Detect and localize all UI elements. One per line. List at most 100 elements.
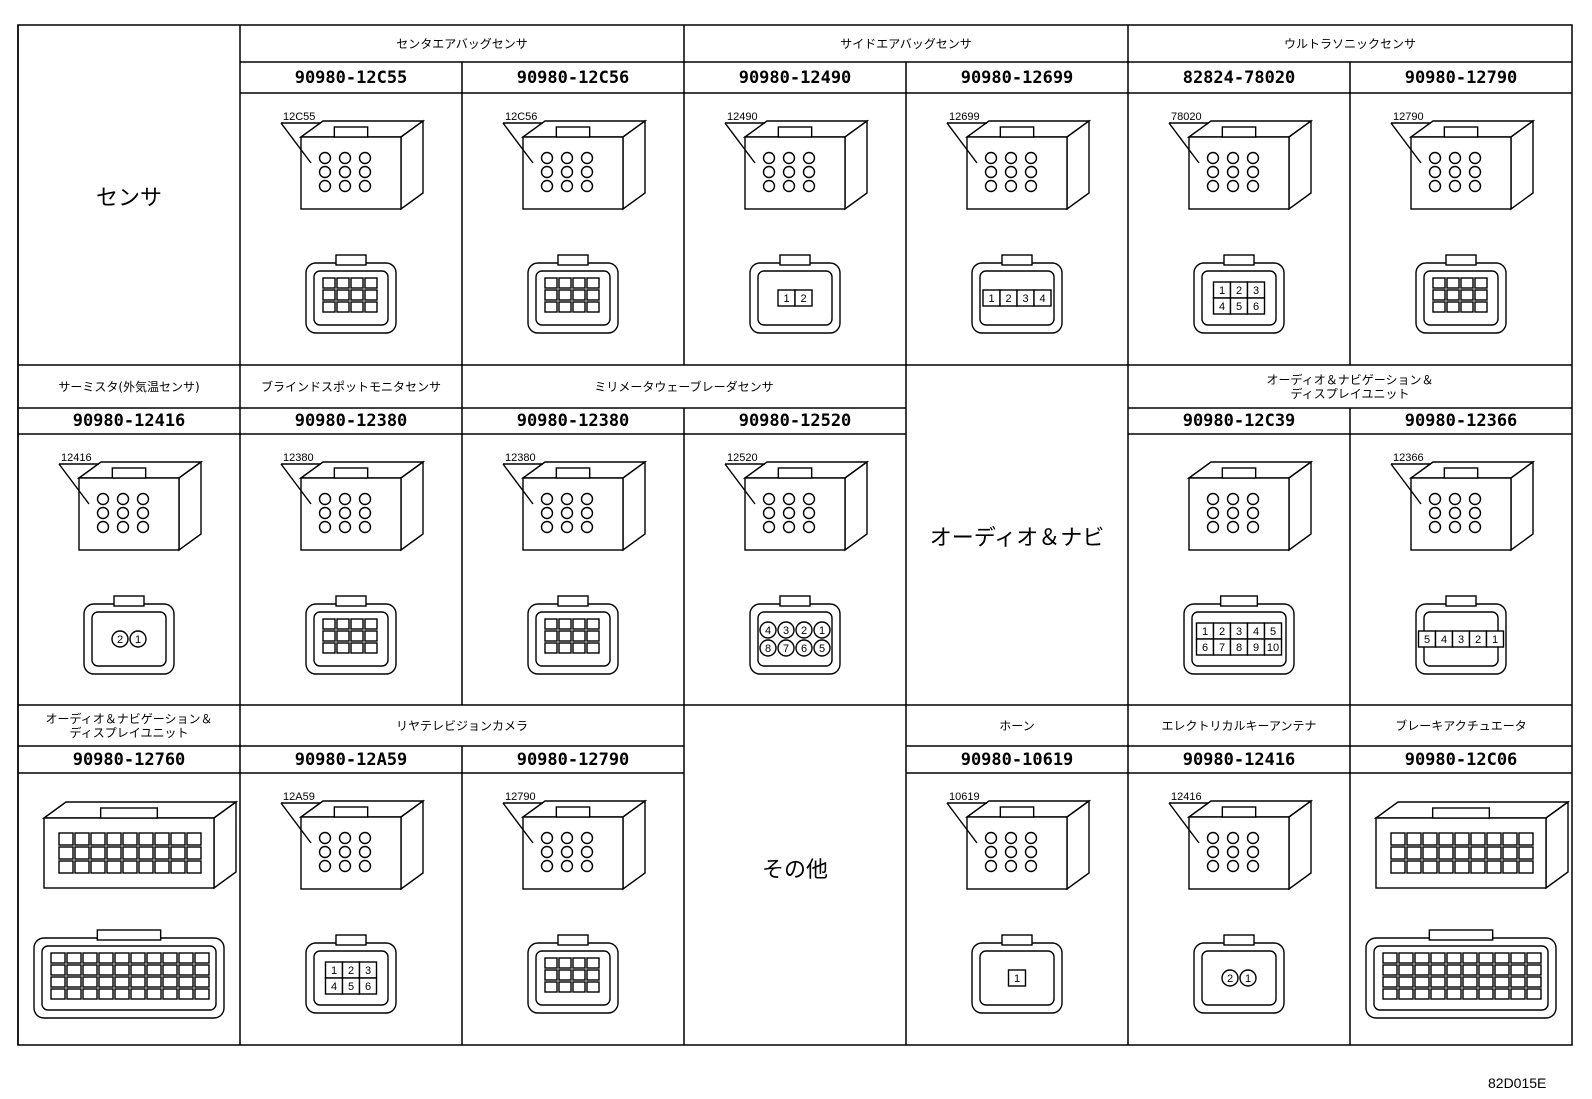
group-title: ウルトラソニックセンサ: [1283, 36, 1416, 51]
group-title: エレクトリカルキーアンテナ: [1161, 718, 1317, 733]
connector-iso-view: [520, 460, 648, 552]
connector-iso-view: [1186, 799, 1314, 891]
connector-face-view: [527, 934, 619, 1014]
pin-number: 3: [1458, 634, 1464, 646]
group-title: サーミスタ(外気温センサ): [58, 379, 200, 394]
pin-number: 3: [365, 965, 371, 977]
part-number: 90980-12A59: [294, 749, 408, 770]
callout-label: 12699: [949, 111, 980, 123]
part-callout: 12699: [946, 111, 987, 164]
pin-number: 4: [1441, 634, 1447, 646]
group-title: センタエアバッグセンサ: [396, 36, 528, 51]
pin-number: 6: [801, 643, 807, 655]
callout-label: 12790: [505, 791, 536, 803]
part-number: 90980-12520: [738, 411, 852, 431]
part-number: 90980-12C39: [1182, 411, 1296, 431]
part-number: 90980-12C55: [294, 67, 408, 88]
callout-label: 12520: [727, 452, 758, 464]
side-label: センサ: [95, 186, 162, 211]
part-callout: 78020: [1168, 111, 1209, 164]
pin-number: 1: [1245, 973, 1251, 985]
pin-number: 5: [1424, 634, 1430, 646]
center-label: その他: [761, 858, 828, 883]
connector-iso-view: [742, 460, 870, 552]
callout-label: 12366: [1393, 452, 1424, 464]
group-title: ブラインドスポットモニタセンサ: [260, 379, 441, 394]
callout-label: 12C56: [505, 111, 537, 123]
connector-iso-view: [1408, 460, 1536, 552]
part-callout: 12380: [280, 452, 321, 505]
connector-iso-view: [1186, 460, 1314, 552]
callout-label: 12A59: [283, 791, 315, 803]
pin-number: 5: [348, 981, 354, 993]
connector-iso-view: [41, 800, 239, 890]
part-number: 90980-12416: [72, 411, 186, 431]
pin-number: 2: [1227, 973, 1233, 985]
pin-number: 1: [135, 634, 141, 646]
pin-number: 10: [1267, 642, 1279, 654]
pin-number: 2: [1005, 293, 1011, 305]
pin-number: 2: [117, 634, 123, 646]
connector-iso-view: [520, 119, 648, 211]
callout-label: 12416: [61, 452, 92, 464]
pin-number: 4: [765, 625, 771, 637]
part-number: 90980-12366: [1404, 411, 1518, 431]
connector-iso-view: [1186, 119, 1314, 211]
pin-number: 1: [1014, 973, 1020, 985]
pin-number: 6: [1253, 301, 1259, 313]
pin-number: 8: [765, 643, 771, 655]
part-number: 90980-12760: [72, 749, 186, 770]
connector-face-view: [527, 254, 619, 334]
part-callout: 12A59: [280, 791, 321, 844]
part-number: 90980-12C56: [516, 67, 630, 88]
connector-iso-view: [964, 119, 1092, 211]
pin-number: 2: [801, 625, 807, 637]
part-number: 90980-12380: [516, 411, 630, 431]
pin-number: 3: [1236, 626, 1242, 638]
connector-face-view: [1415, 254, 1507, 334]
part-callout: 12416: [58, 452, 99, 505]
callout-label: 12490: [727, 111, 758, 123]
pin-number: 1: [1219, 285, 1225, 297]
pin-number: 2: [800, 293, 806, 305]
part-number: 90980-10619: [960, 749, 1074, 770]
part-callout: 12C56: [502, 111, 543, 164]
pin-number: 4: [1039, 293, 1045, 305]
connector-face-view: 1: [971, 934, 1063, 1014]
center-label: オーディオ＆ナビ: [929, 526, 1105, 551]
part-number: 90980-12790: [1404, 67, 1518, 88]
pin-number: 3: [1022, 293, 1028, 305]
pin-number: 5: [819, 643, 825, 655]
group-title: リヤテレビジョンカメラ: [395, 718, 528, 733]
part-callout: 12790: [1390, 111, 1431, 164]
pin-number: 5: [1236, 301, 1242, 313]
part-number: 90980-12380: [294, 411, 408, 431]
pin-number: 7: [1219, 642, 1225, 654]
connector-face-view: [527, 595, 619, 675]
part-number: 90980-12416: [1182, 749, 1296, 770]
callout-label: 12380: [283, 452, 314, 464]
pin-number: 2: [1236, 285, 1242, 297]
group-title: サイドエアバッグセンサ: [840, 36, 972, 51]
callout-label: 12380: [505, 452, 536, 464]
callout-label: 12C55: [283, 111, 315, 123]
callout-label: 12790: [1393, 111, 1424, 123]
part-callout: 12490: [724, 111, 765, 164]
part-number: 90980-12790: [516, 749, 630, 770]
group-title: ブレーキアクチュエータ: [1395, 718, 1527, 733]
pin-number: 3: [1253, 285, 1259, 297]
group-title: オーディオ＆ナビゲーション＆ ディスプレイユニット: [1266, 372, 1434, 401]
callout-label: 12416: [1171, 791, 1202, 803]
connector-iso-view: [964, 799, 1092, 891]
connector-iso-view: [742, 119, 870, 211]
pin-number: 4: [331, 981, 337, 993]
part-number: 90980-12490: [738, 67, 852, 88]
part-callout: 12C55: [280, 111, 321, 164]
part-number: 90980-12C06: [1404, 749, 1518, 770]
